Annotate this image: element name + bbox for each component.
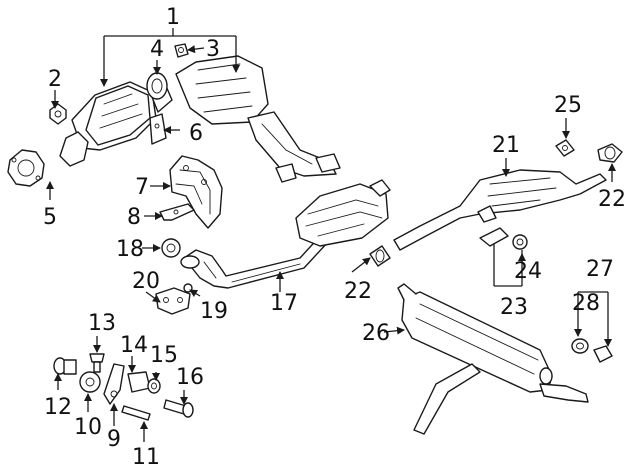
callout-6: 6: [189, 121, 203, 146]
callout-10: 10: [74, 415, 102, 440]
callout-21: 21: [492, 133, 520, 158]
center-resonator: [295, 179, 391, 247]
gasket-ring: [146, 72, 168, 100]
hardware-group: [53, 353, 194, 421]
callout-22-left: 22: [344, 279, 372, 304]
callout-5: 5: [43, 205, 57, 230]
front-pipe: [180, 233, 329, 289]
callout-9: 9: [107, 427, 121, 452]
bolt-13: [89, 353, 105, 373]
hanger-rod-27: [593, 345, 613, 363]
clamp-left: [369, 245, 391, 267]
catalytic-converter-left: [59, 81, 173, 167]
callout-16: 16: [176, 365, 204, 390]
gasket-small: [161, 238, 181, 258]
callout-4: 4: [150, 37, 164, 62]
callout-11: 11: [132, 445, 160, 470]
callout-20: 20: [132, 269, 160, 294]
hanger-bracket: [155, 287, 191, 315]
callout-23: 23: [500, 295, 528, 320]
rubber-grommet-28: [571, 338, 589, 354]
stud-part: [174, 43, 189, 58]
bracket-small: [149, 113, 167, 145]
callout-19: 19: [200, 299, 228, 324]
leader-lines: [46, 28, 616, 442]
rubber-mount-24: [512, 234, 528, 250]
callout-25: 25: [554, 93, 582, 118]
callout-13: 13: [88, 311, 116, 336]
callout-18: 18: [116, 237, 144, 262]
callout-15: 15: [150, 343, 178, 368]
callout-12: 12: [44, 395, 72, 420]
callout-3: 3: [206, 37, 220, 62]
washer-15: [147, 378, 161, 394]
nut-part: [49, 103, 67, 125]
hanger-bracket-23: [479, 227, 509, 247]
heat-shield: [169, 155, 223, 229]
callout-14: 14: [120, 333, 148, 358]
callout-27: 27: [586, 257, 614, 282]
intermediate-pipe-resonator: [393, 169, 607, 251]
callout-28: 28: [572, 291, 600, 316]
rear-muffler: [397, 283, 589, 435]
callout-labels: 1 2 3 4 5 6 7 8 18 17 20 19 22 21 25 22 …: [43, 5, 626, 470]
bolt-11: [121, 405, 151, 421]
callout-2: 2: [48, 67, 62, 92]
callout-26: 26: [362, 321, 390, 346]
support-bracket: [159, 203, 195, 221]
catalytic-converter-right: [175, 55, 341, 183]
callout-22-right: 22: [598, 187, 626, 212]
clamp-right: [597, 143, 623, 163]
flange-gasket: [7, 149, 45, 187]
bushing-10: [79, 371, 101, 393]
rubber-hanger-25: [555, 139, 575, 157]
callout-8: 8: [127, 205, 141, 230]
callout-17: 17: [270, 291, 298, 316]
bolt-12: [53, 357, 77, 375]
bolt-16: [163, 399, 194, 418]
callout-24: 24: [514, 259, 542, 284]
clip-9: [103, 363, 125, 405]
spacer-14: [127, 371, 151, 393]
callout-7: 7: [135, 175, 149, 200]
callout-1: 1: [166, 5, 180, 30]
